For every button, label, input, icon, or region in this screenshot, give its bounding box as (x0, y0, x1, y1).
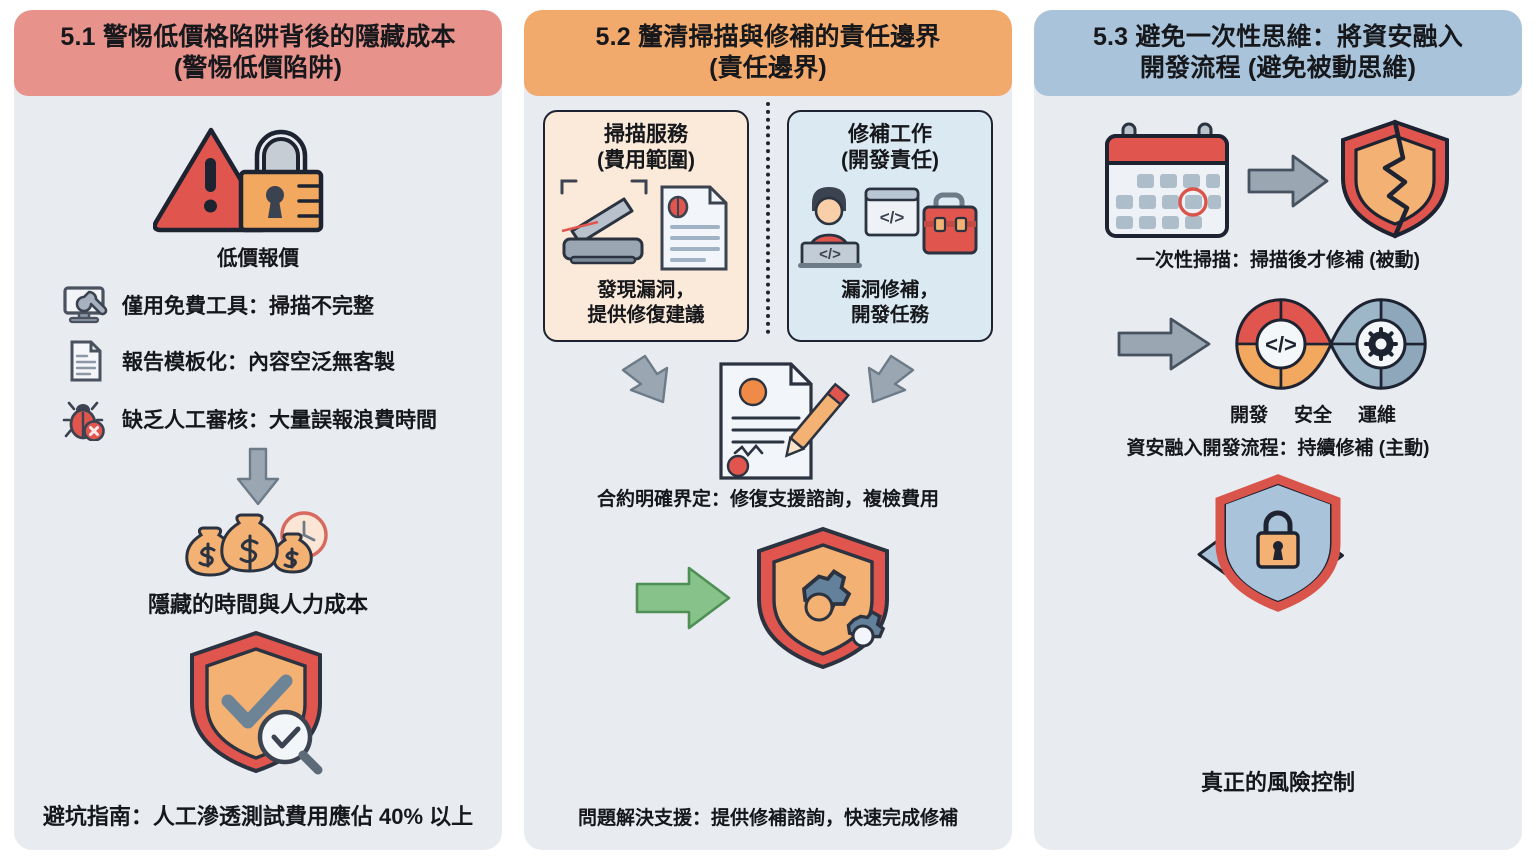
developer-toolbox-icon: </> </> (797, 187, 977, 269)
document-lines-icon (70, 340, 102, 382)
panel-5-1-header-line1: 5.1 警惕低價格陷阱背後的隱藏成本 (60, 23, 456, 51)
gray-right-arrow-icon (1247, 154, 1329, 207)
contract-pencil-icon (621, 354, 915, 480)
contract-caption: 合約明確界定：修復支援諮詢，複檢費用 (596, 489, 939, 511)
remediation-work-title-line2: (開發責任) (841, 148, 939, 172)
risk-bullet-list: 僅用免費工具：掃描不完整 報告模板化：內容空泛無客製 (28, 285, 488, 441)
devsecops-loop-labels: 開發 安全 運維 (1230, 400, 1396, 427)
panel-5-3-header-line1: 5.3 避免一次性思維：將資安融入 (1092, 23, 1464, 51)
broken-shield-icon (1341, 119, 1449, 239)
responsibility-compare: 掃描服務 (費用範圍) (538, 102, 998, 343)
dotted-vertical-divider (749, 102, 787, 342)
panel-5-1-header: 5.1 警惕低價格陷阱背後的隱藏成本 (警惕低價陷阱) (14, 10, 502, 96)
support-group (631, 523, 905, 673)
scanner-bug-report-icon (560, 179, 727, 271)
shield-check-magnifier-icon (190, 631, 323, 775)
warning-lock-icon (153, 127, 324, 233)
list-item-label: 報告模板化：內容空泛無客製 (122, 350, 395, 374)
green-right-arrow-icon (635, 566, 731, 630)
money-bags-clock-icon (185, 510, 328, 577)
calendar-icon (1105, 122, 1229, 238)
panel-5-2: 5.2 釐清掃描與修補的責任邊界 (責任邊界) 掃描服務 (費用範圍) (524, 10, 1012, 850)
remediation-work-box: 修補工作 (開發責任) </> </> (787, 110, 993, 343)
svg-text:</>: </> (819, 246, 841, 263)
panel-5-2-header-line1: 5.2 釐清掃描與修補的責任邊界 (595, 23, 941, 51)
remediation-work-foot-line1: 漏洞修補， (841, 279, 939, 302)
panel-5-2-header: 5.2 釐清掃描與修補的責任邊界 (責任邊界) (524, 10, 1012, 96)
bug-error-icon (62, 401, 105, 441)
contract-group (603, 348, 933, 488)
shield-lock-cycle-icon (1197, 474, 1344, 613)
down-arrow-icon (236, 447, 280, 505)
hidden-cost-group: 隱藏的時間與人力成本 (148, 507, 368, 620)
scan-service-footnote: 發現漏洞， 提供修復建議 (587, 278, 704, 328)
panel-5-2-footer: 問題解決支援：提供修補諮詢，快速完成修補 (577, 808, 958, 830)
low-price-quote-caption: 低價報價 (217, 247, 299, 270)
scan-service-foot-line2: 提供修復建議 (587, 304, 705, 327)
list-item-label: 缺乏人工審核：大量誤報浪費時間 (122, 408, 437, 432)
one-time-scan-caption: 一次性掃描：掃描後才修補 (被動) (1136, 250, 1420, 271)
one-time-scan-group (1099, 118, 1457, 243)
panel-5-3-footer: 真正的風險控制 (1200, 770, 1355, 796)
panel-5-1-header-line2: (警惕低價陷阱) (173, 53, 343, 82)
devsecops-group: </> (1115, 290, 1441, 398)
gray-right-arrow-icon (1117, 317, 1211, 371)
monitor-wrench-icon (63, 286, 108, 323)
panel-5-3-header-line2: 開發流程 (避免被動思維) (1139, 53, 1417, 82)
list-item: 缺乏人工審核：大量誤報浪費時間 (62, 397, 488, 441)
panel-5-3-header: 5.3 避免一次性思維：將資安融入 開發流程 (避免被動思維) (1034, 10, 1522, 96)
devsecops-caption: 資安融入開發流程：持續修補 (主動) (1126, 437, 1430, 459)
scan-service-box: 掃描服務 (費用範圍) (543, 110, 749, 343)
scan-service-title: 掃描服務 (費用範圍) (597, 122, 695, 173)
list-item-label: 僅用免費工具：掃描不完整 (122, 294, 374, 318)
list-item: 僅用免費工具：掃描不完整 (62, 285, 488, 325)
loop-label-dev: 開發 (1229, 404, 1268, 426)
loop-label-ops: 運維 (1358, 404, 1397, 426)
panel-5-3-body: 一次性掃描：掃描後才修補 (被動) (1034, 96, 1522, 850)
hidden-cost-caption: 隱藏的時間與人力成本 (147, 591, 368, 617)
remediation-work-title: 修補工作 (開發責任) (841, 122, 939, 173)
svg-text:</>: </> (879, 208, 904, 227)
remediation-work-footnote: 漏洞修補， 開發任務 (841, 278, 939, 328)
panel-5-2-body: 掃描服務 (費用範圍) (524, 96, 1012, 850)
list-item: 報告模板化：內容空泛無客製 (62, 339, 488, 383)
panel-5-1-footer: 避坑指南：人工滲透測試費用應佔 40% 以上 (42, 804, 474, 830)
shield-gears-icon (757, 526, 889, 669)
panel-5-1-body: 低價報價 僅用免費工具：掃描不完整 (14, 96, 502, 850)
panel-5-2-header-line2: (責任邊界) (709, 53, 827, 82)
devsecops-infinity-icon: </> (1235, 297, 1427, 390)
panel-5-3: 5.3 避免一次性思維：將資安融入 開發流程 (避免被動思維) (1034, 10, 1522, 850)
scan-service-title-line1: 掃描服務 (604, 123, 688, 146)
scan-service-title-line2: (費用範圍) (597, 148, 695, 172)
remediation-work-foot-line2: 開發任務 (850, 304, 929, 327)
loop-label-sec: 安全 (1293, 404, 1332, 426)
scan-service-foot-line1: 發現漏洞， (597, 279, 695, 302)
svg-text:</>: </> (1265, 332, 1297, 357)
remediation-work-title-line1: 修補工作 (848, 123, 932, 146)
low-price-quote-group: 低價報價 (153, 110, 363, 273)
panel-5-1: 5.1 警惕低價格陷阱背後的隱藏成本 (警惕低價陷阱) (14, 10, 502, 850)
